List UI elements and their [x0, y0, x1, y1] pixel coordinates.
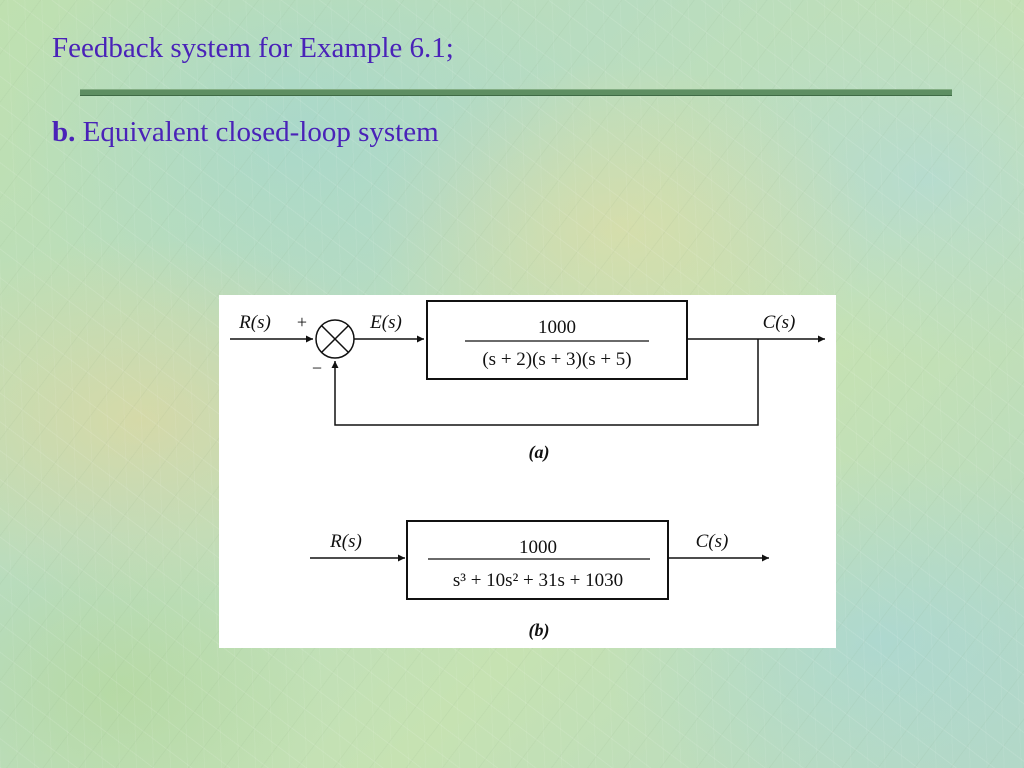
numerator-a: 1000	[538, 317, 576, 338]
caption-a: (a)	[529, 442, 550, 463]
caption-b: (b)	[529, 620, 550, 641]
block-diagram-figure: R(s) + − E(s) 1000 (s + 2)(s + 3)(s + 5)…	[219, 295, 836, 648]
slide-title: Feedback system for Example 6.1;	[52, 32, 454, 64]
input-label-a: R(s)	[238, 312, 271, 333]
denominator-a: (s + 2)(s + 3)(s + 5)	[482, 349, 631, 370]
diagram-a: R(s) + − E(s) 1000 (s + 2)(s + 3)(s + 5)…	[230, 300, 825, 463]
block-diagram-svg: R(s) + − E(s) 1000 (s + 2)(s + 3)(s + 5)…	[230, 300, 825, 641]
title-divider	[80, 89, 952, 96]
minus-sign: −	[312, 358, 322, 378]
slide-subtitle: b. Equivalent closed-loop system	[52, 116, 439, 149]
output-label-a: C(s)	[763, 312, 796, 333]
denominator-b: s³ + 10s² + 31s + 1030	[453, 570, 623, 591]
subtitle-bold-prefix: b.	[52, 116, 76, 148]
plus-sign: +	[297, 312, 307, 332]
diagram-b: R(s) 1000 s³ + 10s² + 31s + 1030 C(s) (b…	[310, 520, 769, 641]
error-label: E(s)	[369, 312, 402, 333]
input-label-b: R(s)	[329, 531, 362, 552]
subtitle-text: Equivalent closed-loop system	[75, 116, 439, 148]
summing-junction	[315, 319, 355, 359]
numerator-b: 1000	[519, 537, 557, 558]
forward-block-a	[426, 300, 688, 380]
feedback-path	[331, 339, 759, 426]
closed-loop-block-b	[406, 520, 669, 600]
output-label-b: C(s)	[696, 531, 729, 552]
